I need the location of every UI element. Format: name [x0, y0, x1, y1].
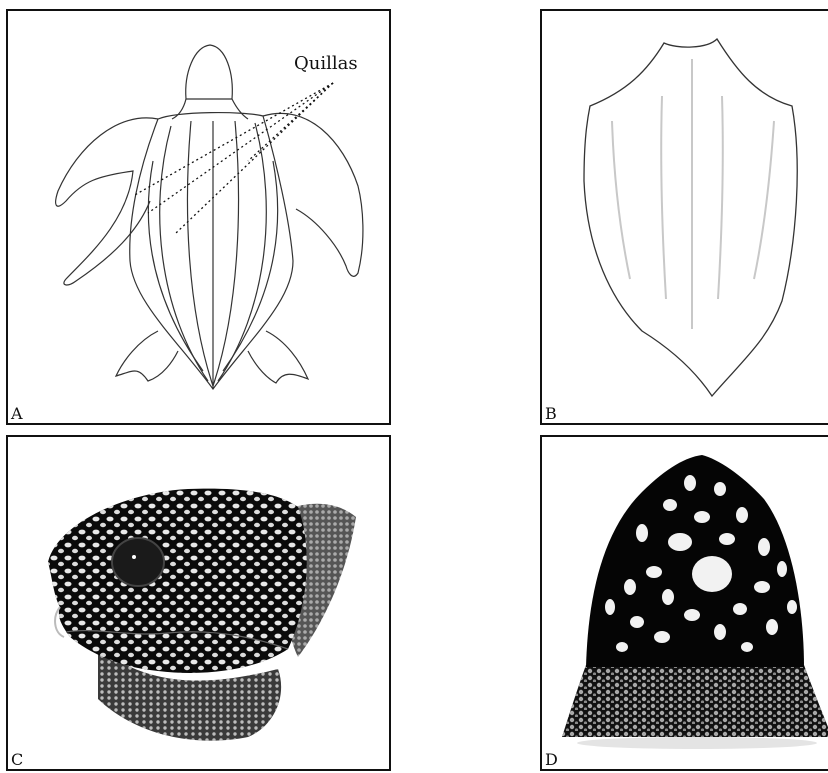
plastron-ridge-1	[661, 96, 666, 299]
panel-a: Quillas A	[6, 9, 391, 425]
left-rear-flipper	[116, 331, 178, 381]
turtle-neck	[172, 99, 248, 119]
keel-2	[187, 121, 213, 386]
panel-c: C	[6, 435, 391, 771]
head-lateral-illustration	[8, 437, 391, 771]
keel-annotation: Quillas	[294, 53, 358, 74]
turtle-head	[186, 45, 233, 99]
plastron-drawing	[542, 11, 828, 425]
left-front-flipper	[56, 118, 158, 285]
keel-3	[213, 121, 239, 386]
panel-b: B	[540, 9, 828, 425]
plastron-ridge-3	[612, 121, 630, 279]
eye	[112, 538, 164, 586]
panel-label-d: D	[545, 751, 558, 769]
head-dorsal-illustration	[542, 437, 828, 771]
panel-label-b: B	[545, 405, 557, 423]
plastron-ridge-2	[718, 96, 723, 299]
right-rear-flipper	[248, 331, 308, 383]
panel-label-a: A	[11, 405, 23, 423]
keel-pointer-lines	[133, 83, 333, 233]
keel-7	[223, 161, 278, 371]
panel-d: D	[540, 435, 828, 771]
keel-6	[148, 161, 203, 371]
carapace-outline	[130, 113, 293, 389]
right-front-flipper	[263, 113, 363, 276]
panel-label-c: C	[11, 751, 23, 769]
plastron-ridge-4	[754, 121, 774, 279]
